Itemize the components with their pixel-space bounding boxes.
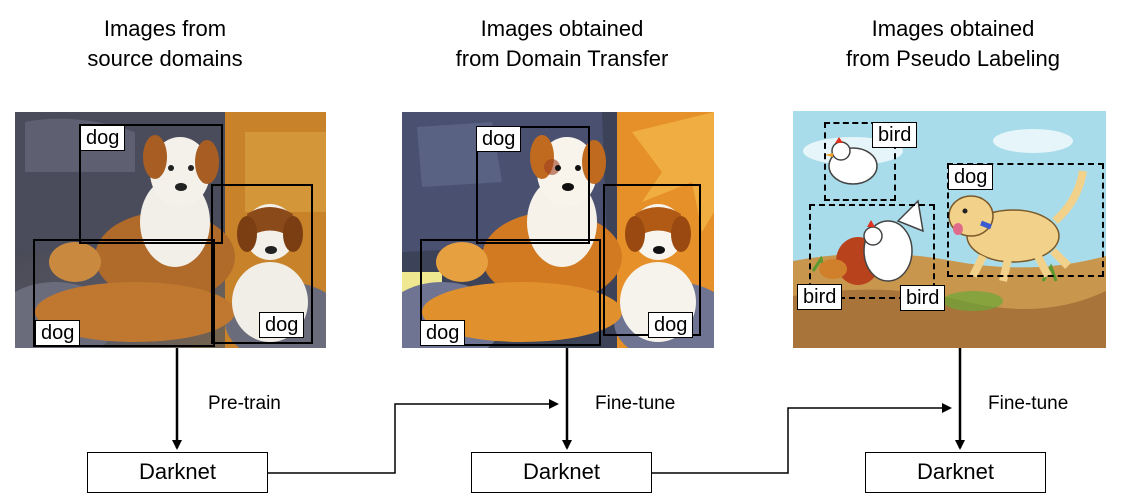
dog-box-1 [476, 126, 590, 244]
source-domain-image: dog dog dog [15, 112, 326, 348]
title-line: from Domain Transfer [455, 46, 669, 71]
domain-transfer-title: Images obtained from Domain Transfer [397, 14, 727, 74]
bird-label: bird [872, 122, 918, 148]
dog-label: dog [80, 125, 126, 151]
dog-label: dog [259, 312, 305, 338]
title-line: Images obtained [480, 16, 644, 41]
dog-box-pseudo [947, 163, 1104, 277]
dog-label: dog [948, 164, 994, 190]
darknet-box-3: Darknet [865, 452, 1046, 493]
bird-box-1 [824, 122, 896, 201]
pseudo-labeling-title: Images obtained from Pseudo Labeling [788, 14, 1118, 74]
title-line: Images from [103, 16, 227, 41]
pretrain-label: Pre-train [208, 393, 281, 414]
dog-label: dog [476, 126, 522, 152]
bird-box-2 [809, 204, 935, 299]
source-domains-title: Images from source domains [0, 14, 330, 74]
title-line: source domains [87, 46, 243, 71]
transfer-arrow-1 [268, 399, 559, 474]
dog-box-2 [211, 184, 313, 344]
finetune-label-2: Fine-tune [988, 393, 1069, 414]
domain-transfer-image: dog dog dog [402, 112, 714, 348]
title-line: Images obtained [871, 16, 1035, 41]
transfer-arrow-2 [652, 403, 952, 474]
darknet-box-2: Darknet [471, 452, 652, 493]
dog-label: dog [648, 312, 694, 338]
title-line: from Pseudo Labeling [845, 46, 1061, 71]
dog-box-3 [420, 239, 601, 346]
bird-label: bird [797, 284, 843, 310]
dog-label: dog [420, 320, 466, 346]
dog-box-3 [33, 239, 215, 347]
finetune-label-1: Fine-tune [595, 393, 676, 414]
bird-label: bird [900, 285, 946, 311]
dog-label: dog [35, 320, 81, 346]
darknet-box-1: Darknet [87, 452, 268, 493]
pseudo-labeling-image: bird dog bird bird [793, 111, 1106, 348]
